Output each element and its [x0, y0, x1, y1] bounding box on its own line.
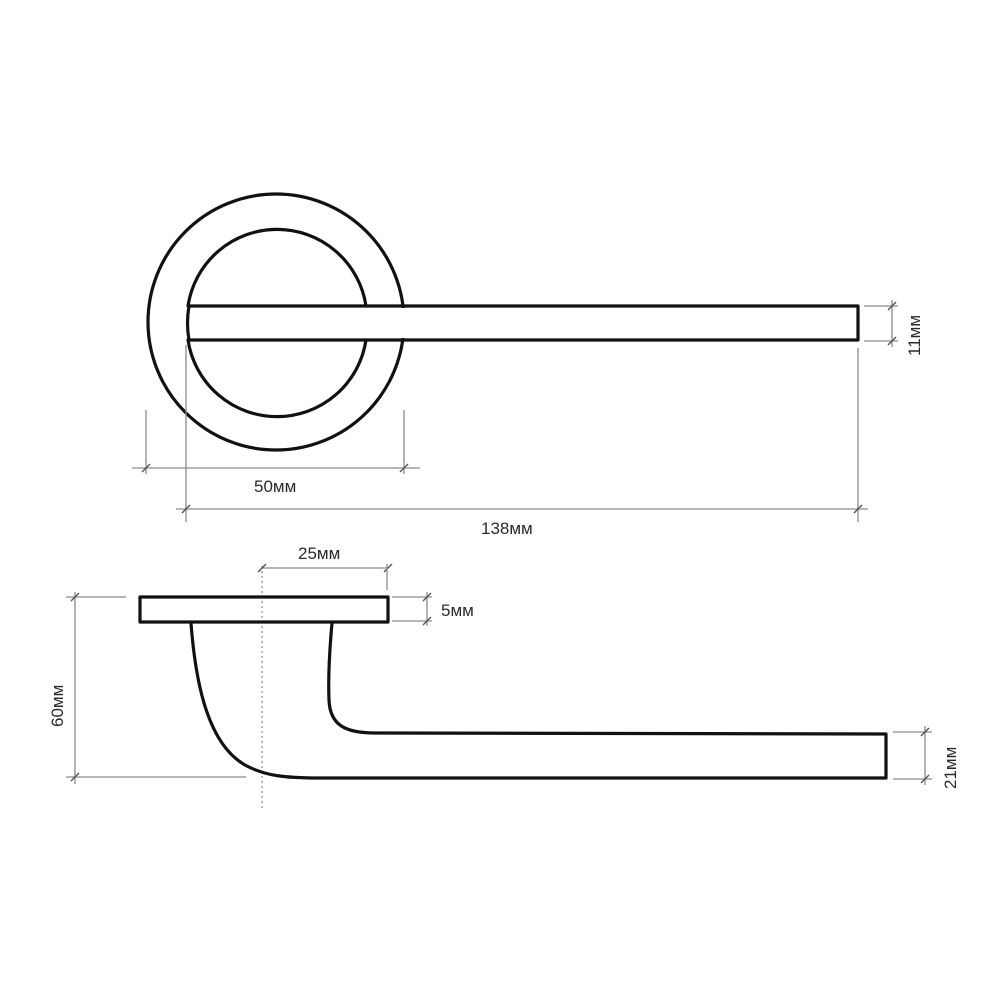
side-view [66, 563, 932, 810]
dimension-total-length [176, 345, 868, 522]
label-lever-end-height: 21мм [941, 746, 960, 789]
label-total-height: 60мм [48, 684, 67, 727]
lever-profile [189, 621, 888, 780]
label-rosette-diameter: 50мм [254, 477, 297, 496]
rosette-inner-circle [186, 227, 368, 419]
dimension-rosette-diameter [132, 410, 420, 474]
label-axis-to-edge: 25мм [298, 544, 341, 563]
dimension-axis-to-edge [257, 563, 393, 590]
lever-bar [185, 304, 860, 342]
dimension-lever-thickness [864, 300, 898, 347]
dimension-total-height [66, 592, 246, 784]
rosette-plate [138, 595, 390, 624]
label-rosette-thickness: 5мм [441, 601, 474, 620]
label-total-length: 138мм [481, 519, 533, 538]
dimension-rosette-thickness [392, 592, 432, 626]
top-view [132, 192, 898, 522]
dimension-lever-end-height [893, 726, 932, 785]
label-lever-thickness: 11мм [905, 314, 924, 356]
